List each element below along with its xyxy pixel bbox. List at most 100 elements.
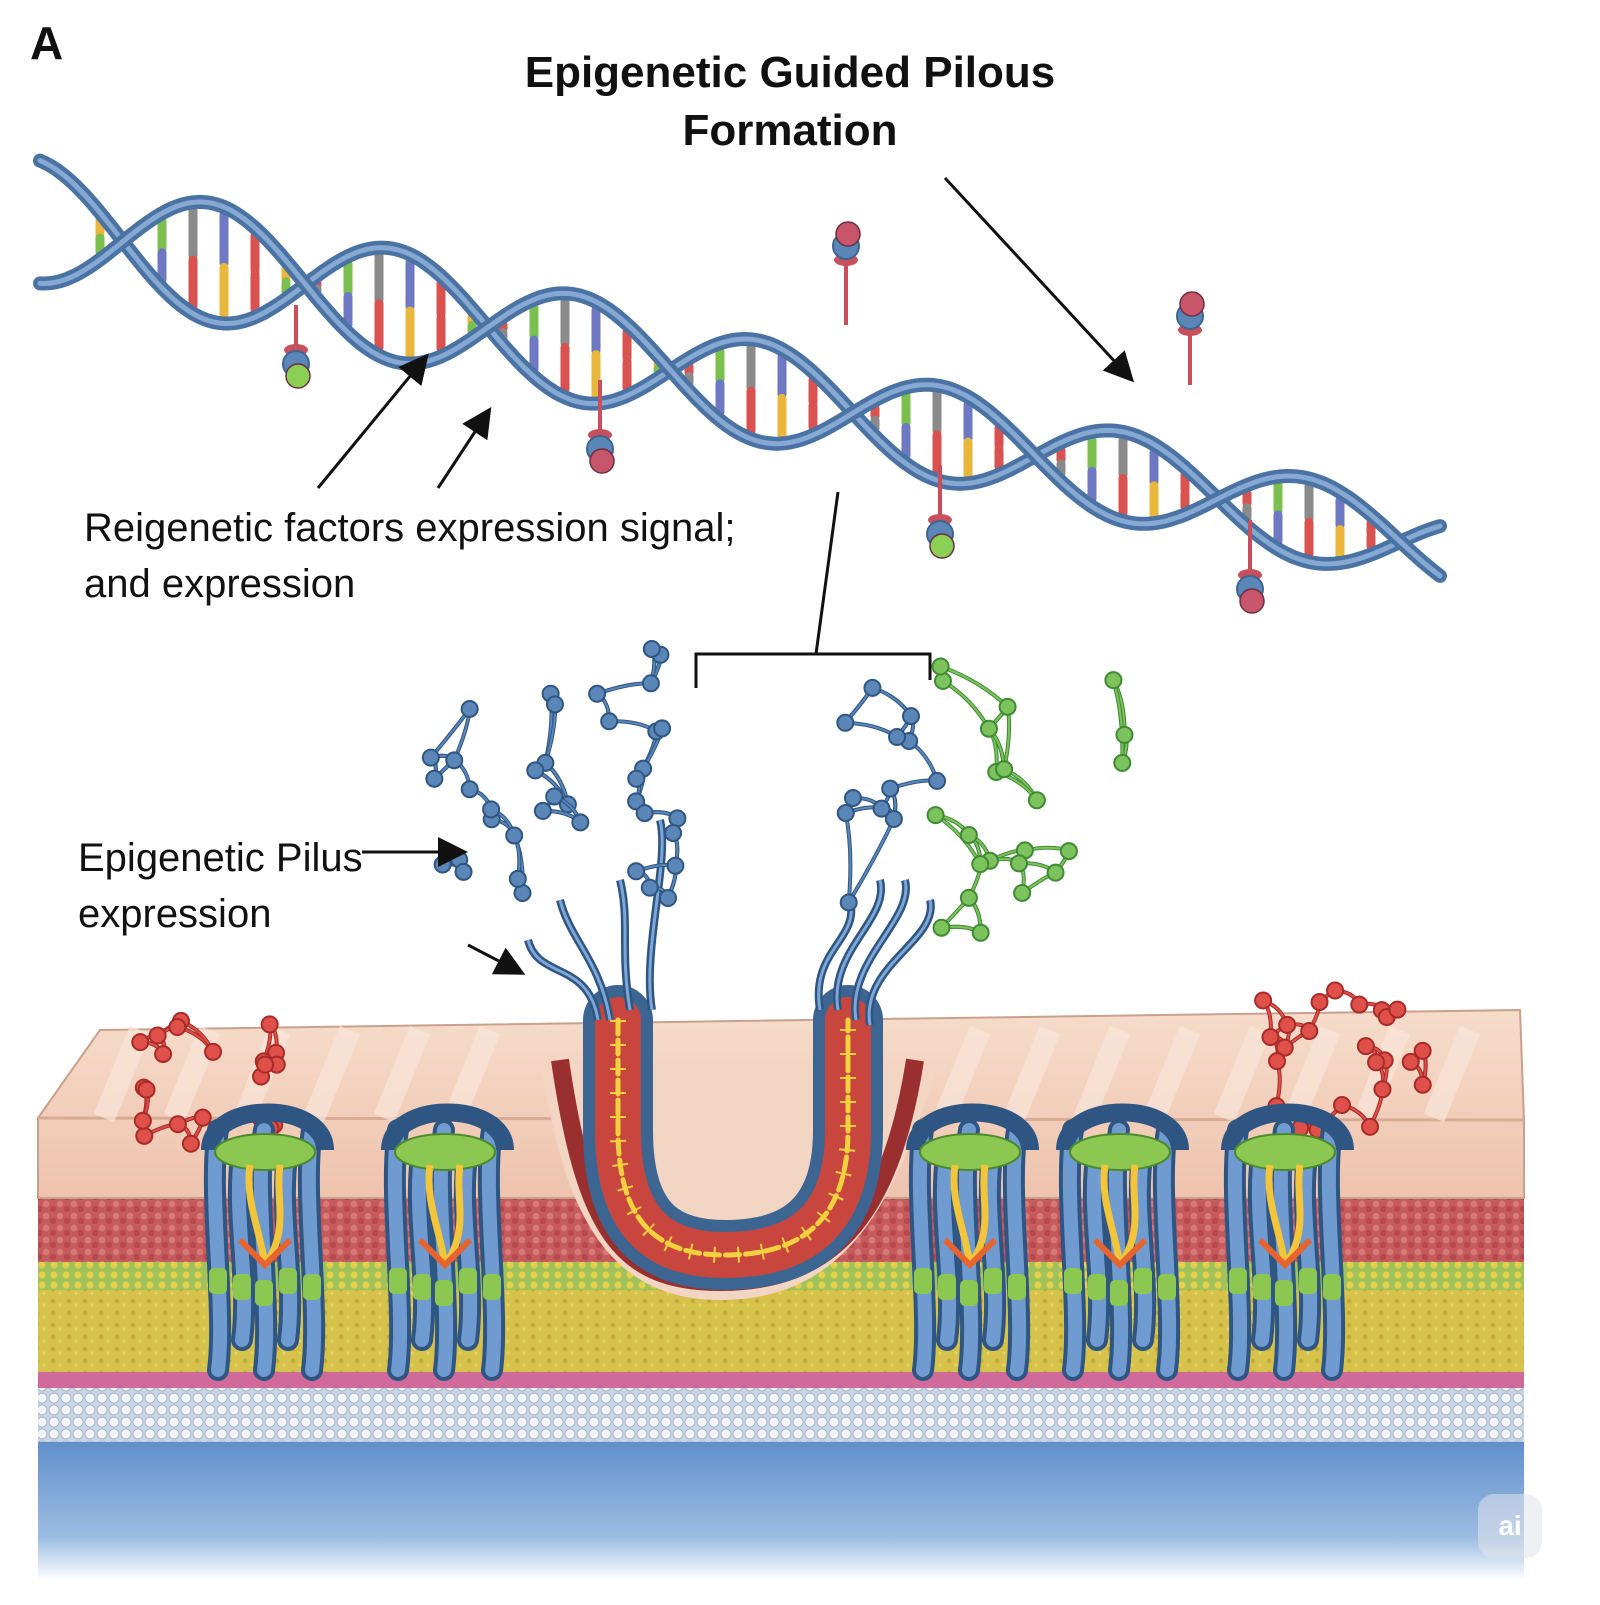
atom (425, 769, 444, 788)
atom (836, 803, 855, 822)
atom (181, 1134, 200, 1153)
atom (926, 806, 945, 825)
atom (137, 1080, 156, 1099)
receptor-complex-icon (381, 1103, 514, 1381)
reig-arrow-2 (436, 406, 492, 489)
methyl-marker-icon (589, 448, 615, 474)
receptor-complex-icon (1221, 1103, 1354, 1381)
receptor-complexes (201, 1103, 1354, 1381)
receptor-band (984, 1268, 1002, 1294)
receptor-orange-knot (1092, 1237, 1148, 1270)
atom (1367, 1053, 1386, 1072)
receptor-arch (1056, 1103, 1189, 1152)
atom (971, 923, 990, 942)
white-cell-layer (38, 1388, 1524, 1442)
atom (260, 1015, 279, 1034)
pilus-stem-highlight (558, 899, 612, 1021)
atom (588, 684, 607, 703)
skin-stripe (1003, 1025, 1061, 1123)
receptor-arch (1221, 1103, 1354, 1152)
title-arrow (943, 176, 1135, 383)
receptor-band (1253, 1274, 1271, 1300)
skin-stripe (1423, 1025, 1481, 1123)
atom (526, 761, 545, 780)
atom (1268, 1052, 1287, 1071)
atom (901, 707, 920, 726)
atom (1326, 981, 1345, 1000)
receptor-cap (1234, 1133, 1336, 1171)
atom (872, 799, 891, 818)
atom (135, 1126, 154, 1145)
atom (133, 1111, 152, 1130)
atom (421, 748, 440, 767)
pilus-stem-highlight (853, 879, 908, 1021)
atom (545, 787, 564, 806)
atom (881, 779, 900, 798)
bracket-connector (694, 491, 932, 688)
atom (1010, 854, 1029, 873)
atom (460, 699, 479, 718)
receptor-arch (381, 1103, 514, 1152)
receptor-band (1088, 1274, 1106, 1300)
atom (640, 878, 659, 897)
receptor-band (209, 1268, 227, 1294)
pilus-network-right (836, 678, 947, 912)
receptor-band (483, 1274, 501, 1300)
receptor-band (1110, 1280, 1128, 1306)
atom (533, 801, 552, 820)
atom (1046, 863, 1065, 882)
atom (1413, 1075, 1432, 1094)
atom (959, 888, 978, 907)
atom (508, 869, 527, 888)
atom (1373, 1080, 1392, 1099)
receptor-band (1275, 1280, 1293, 1306)
pilus-stem-highlight (526, 939, 600, 1021)
atom (1013, 883, 1032, 902)
atom (884, 810, 903, 829)
receptor-yellow-branch (1100, 1164, 1124, 1266)
atom (664, 823, 683, 842)
atom (204, 1042, 223, 1061)
receptor-arch (201, 1103, 334, 1152)
skin-stripe (163, 1025, 221, 1123)
blue-layer (38, 1440, 1524, 1580)
methyl-marker-icon (1179, 291, 1205, 317)
atom (600, 712, 619, 731)
pilus-stem-highlight (867, 899, 933, 1026)
atom (545, 695, 564, 714)
atom (1333, 1096, 1352, 1115)
receptor-band (389, 1268, 407, 1294)
skin-stripe (443, 1025, 501, 1123)
atom (1027, 791, 1046, 810)
atom (193, 1108, 212, 1127)
atom (641, 674, 660, 693)
ai-watermark: ai (1478, 1494, 1542, 1558)
skin-stripe (933, 1025, 991, 1123)
receptor-leg-fill (481, 1123, 502, 1377)
atom (1350, 995, 1369, 1014)
pilus-network-green (926, 657, 1134, 942)
atom (928, 771, 947, 790)
receptor-leg-fill (1062, 1123, 1083, 1377)
methyl-marker-icon (285, 363, 311, 389)
atom (1278, 1015, 1297, 1034)
receptor-yellow-branch (950, 1164, 974, 1266)
atom (959, 826, 978, 845)
skin-stripe (303, 1025, 361, 1123)
atom (445, 751, 464, 770)
receptor-cap (1069, 1133, 1171, 1171)
receptor-leg-fill (1321, 1123, 1342, 1377)
pilus-stem-highlight (618, 879, 632, 1011)
receptor-band (303, 1274, 321, 1300)
receptor-band (459, 1268, 477, 1294)
atom (627, 862, 646, 881)
atom (1254, 991, 1273, 1010)
receptor-leg-fill (387, 1123, 408, 1377)
epi-arrow-2 (467, 943, 526, 975)
receptor-orange-knot (1257, 1237, 1313, 1270)
pink-membrane (38, 1372, 1524, 1388)
receptor-band (435, 1280, 453, 1306)
atom (635, 804, 654, 823)
receptor-leg-fill (301, 1123, 322, 1377)
hair-follicle (583, 985, 883, 1291)
